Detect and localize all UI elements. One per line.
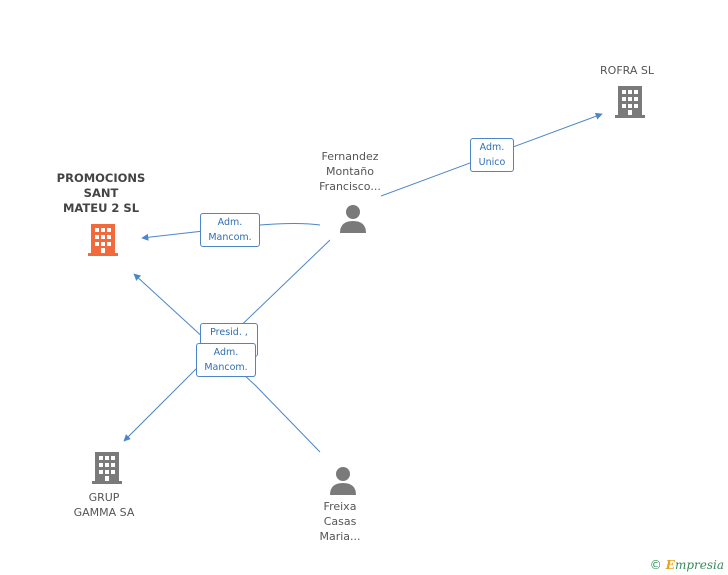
edge-label-line: Adm. xyxy=(217,217,243,228)
edge-label-line: Presid. , xyxy=(210,327,248,338)
edge-label-line: Mancom. xyxy=(204,362,248,373)
edge-label-adm-unico[interactable]: Adm. Unico xyxy=(470,138,514,172)
node-label-grup[interactable]: GRUP GAMMA SA xyxy=(73,491,135,519)
brand-name: mpresia xyxy=(674,558,724,572)
edge-label-line: Mancom. xyxy=(208,232,252,243)
building-icon[interactable] xyxy=(87,222,119,256)
edge-label-line: Adm. xyxy=(213,347,239,358)
brand-initial: E xyxy=(665,558,675,572)
node-label-rofra[interactable]: ROFRA SL xyxy=(600,64,654,77)
node-label-promocions[interactable]: PROMOCIONS SANT MATEU 2 SL xyxy=(56,171,146,215)
edge-label-adm-mancom[interactable]: Adm. Mancom. xyxy=(200,213,260,247)
edge-label-line: Adm. xyxy=(479,142,505,153)
copyright-icon: © xyxy=(649,558,662,572)
node-label-freixa[interactable]: Freixa Casas Maria... xyxy=(319,500,361,543)
building-icon[interactable] xyxy=(615,84,645,118)
edge-freixa-promocions xyxy=(133,273,321,453)
empresia-logo[interactable]: ©Empresia xyxy=(650,558,724,572)
node-label-fernandez[interactable]: Fernandez Montaño Francisco... xyxy=(319,150,381,193)
person-icon[interactable] xyxy=(328,465,358,495)
person-icon[interactable] xyxy=(338,203,368,233)
building-icon[interactable] xyxy=(91,450,123,484)
edge-label-adm-mancom[interactable]: Adm. Mancom. xyxy=(196,343,256,377)
edge-label-line: Unico xyxy=(478,157,506,168)
